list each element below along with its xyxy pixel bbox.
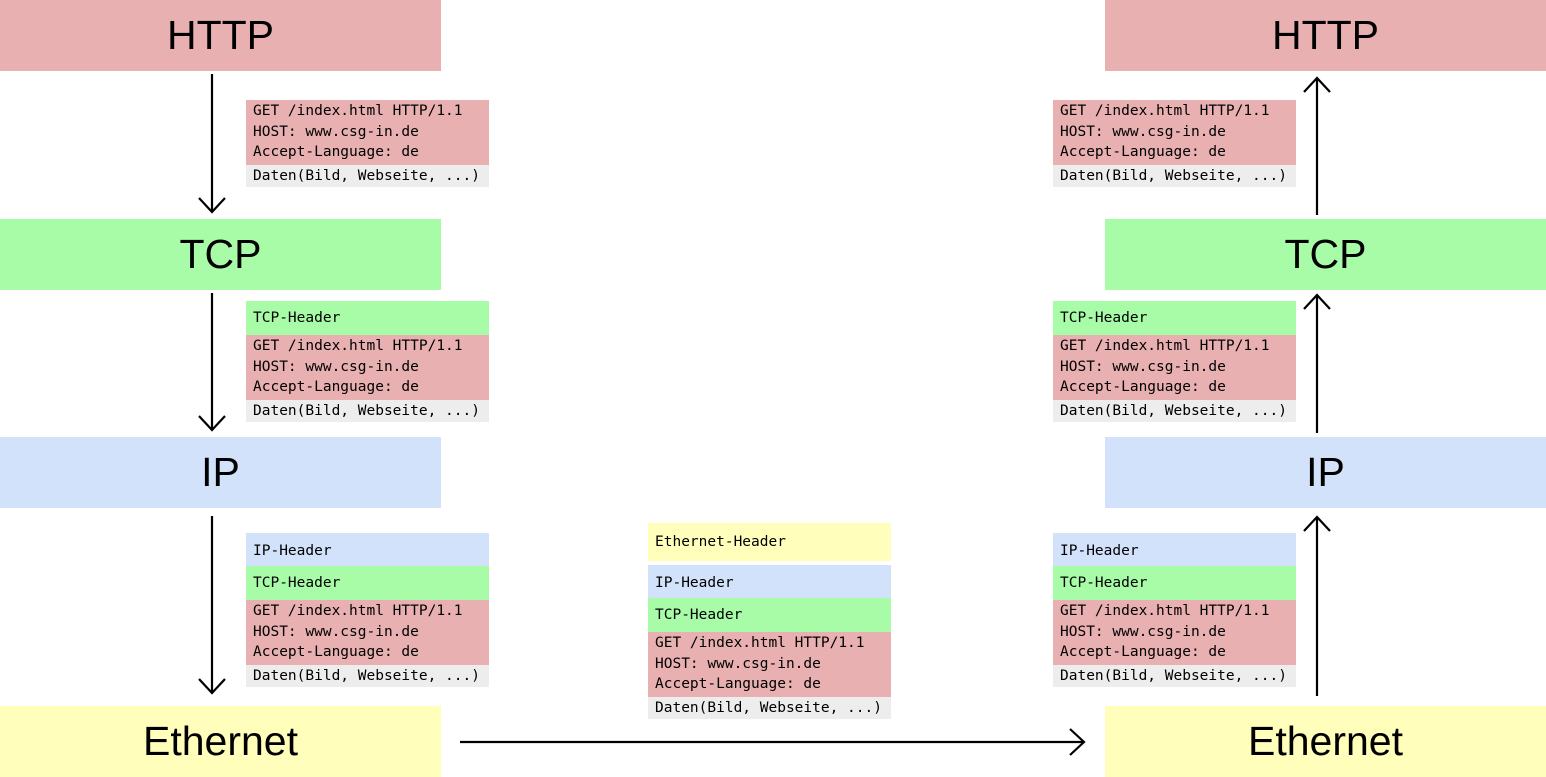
arrow-ethernet-to-ip-right bbox=[1303, 515, 1331, 696]
layer-ethernet-right: Ethernet bbox=[1105, 706, 1546, 777]
http-line: Accept-Language: de bbox=[253, 644, 419, 660]
ip-header-block: IP-Header bbox=[1053, 533, 1296, 566]
http-header-block: GET /index.html HTTP/1.1 HOST: www.csg-i… bbox=[1053, 600, 1296, 665]
tcp-header-block: TCP-Header bbox=[1053, 301, 1296, 335]
tcp-header-block: TCP-Header bbox=[246, 301, 489, 335]
http-line: Accept-Language: de bbox=[655, 676, 821, 692]
arrow-ip-to-tcp-right bbox=[1303, 293, 1331, 433]
http-line: GET /index.html HTTP/1.1 bbox=[1060, 338, 1270, 354]
arrow-http-to-tcp-left bbox=[198, 74, 226, 214]
tcp-header-block: TCP-Header bbox=[648, 598, 891, 632]
arrow-tcp-to-http-right bbox=[1303, 76, 1331, 215]
http-line: GET /index.html HTTP/1.1 bbox=[1060, 103, 1270, 119]
layer-ethernet-left: Ethernet bbox=[0, 706, 441, 777]
layer-http-left: HTTP bbox=[0, 0, 441, 71]
ip-header-block: IP-Header bbox=[246, 533, 489, 566]
data-block: Daten(Bild, Webseite, ...) bbox=[648, 696, 891, 719]
data-block: Daten(Bild, Webseite, ...) bbox=[1053, 164, 1296, 187]
http-header-block: GET /index.html HTTP/1.1 HOST: www.csg-i… bbox=[648, 632, 891, 697]
http-line: Accept-Language: de bbox=[253, 144, 419, 160]
http-line: GET /index.html HTTP/1.1 bbox=[253, 103, 463, 119]
layer-label: TCP bbox=[1284, 231, 1367, 277]
http-header-block: GET /index.html HTTP/1.1 HOST: www.csg-i… bbox=[1053, 335, 1296, 400]
http-line: Accept-Language: de bbox=[1060, 144, 1226, 160]
http-header-block: GET /index.html HTTP/1.1 HOST: www.csg-i… bbox=[1053, 100, 1296, 165]
packet-tcp-left: TCP-Header GET /index.html HTTP/1.1 HOST… bbox=[246, 301, 489, 422]
packet-tcp-right: TCP-Header GET /index.html HTTP/1.1 HOST… bbox=[1053, 301, 1296, 422]
layer-label: Ethernet bbox=[1248, 718, 1403, 764]
layer-tcp-left: TCP bbox=[0, 219, 441, 290]
http-header-block: GET /index.html HTTP/1.1 HOST: www.csg-i… bbox=[246, 600, 489, 665]
http-header-block: GET /index.html HTTP/1.1 HOST: www.csg-i… bbox=[246, 335, 489, 400]
layer-label: IP bbox=[201, 449, 240, 495]
packet-http-left: GET /index.html HTTP/1.1 HOST: www.csg-i… bbox=[246, 100, 489, 187]
data-block: Daten(Bild, Webseite, ...) bbox=[246, 164, 489, 187]
http-line: HOST: www.csg-in.de bbox=[253, 623, 419, 640]
tcp-header-block: TCP-Header bbox=[1053, 566, 1296, 600]
http-line: GET /index.html HTTP/1.1 bbox=[253, 603, 463, 619]
layer-label: HTTP bbox=[1271, 12, 1380, 58]
http-line: HOST: www.csg-in.de bbox=[253, 123, 419, 140]
packet-http-right: GET /index.html HTTP/1.1 HOST: www.csg-i… bbox=[1053, 100, 1296, 187]
layer-ip-right: IP bbox=[1105, 437, 1546, 508]
layer-label: HTTP bbox=[166, 12, 275, 58]
http-line: HOST: www.csg-in.de bbox=[1060, 123, 1226, 140]
ethernet-header-block: Ethernet-Header bbox=[648, 523, 891, 561]
http-line: HOST: www.csg-in.de bbox=[1060, 358, 1226, 375]
layer-http-right: HTTP bbox=[1105, 0, 1546, 71]
data-block: Daten(Bild, Webseite, ...) bbox=[1053, 664, 1296, 687]
data-block: Daten(Bild, Webseite, ...) bbox=[1053, 399, 1296, 422]
layer-tcp-right: TCP bbox=[1105, 219, 1546, 290]
packet-ethernet-middle: Ethernet-Header IP-Header TCP-Header GET… bbox=[648, 523, 891, 719]
layer-label: IP bbox=[1306, 449, 1345, 495]
http-line: Accept-Language: de bbox=[1060, 644, 1226, 660]
http-line: Accept-Language: de bbox=[253, 379, 419, 395]
ip-header-block: IP-Header bbox=[648, 565, 891, 598]
http-line: GET /index.html HTTP/1.1 bbox=[1060, 603, 1270, 619]
http-line: GET /index.html HTTP/1.1 bbox=[253, 338, 463, 354]
http-line: HOST: www.csg-in.de bbox=[1060, 623, 1226, 640]
packet-ip-left: IP-Header TCP-Header GET /index.html HTT… bbox=[246, 533, 489, 687]
tcp-header-block: TCP-Header bbox=[246, 566, 489, 600]
http-header-block: GET /index.html HTTP/1.1 HOST: www.csg-i… bbox=[246, 100, 489, 165]
http-line: Accept-Language: de bbox=[1060, 379, 1226, 395]
arrow-ethernet-to-ethernet bbox=[460, 728, 1086, 756]
layer-ip-left: IP bbox=[0, 437, 441, 508]
data-block: Daten(Bild, Webseite, ...) bbox=[246, 664, 489, 687]
http-line: HOST: www.csg-in.de bbox=[655, 655, 821, 672]
packet-ip-right: IP-Header TCP-Header GET /index.html HTT… bbox=[1053, 533, 1296, 687]
arrow-tcp-to-ip-left bbox=[198, 293, 226, 432]
arrow-ip-to-ethernet-left bbox=[198, 516, 226, 695]
layer-label: Ethernet bbox=[143, 718, 298, 764]
http-line: GET /index.html HTTP/1.1 bbox=[655, 635, 865, 651]
http-line: HOST: www.csg-in.de bbox=[253, 358, 419, 375]
layer-label: TCP bbox=[179, 231, 262, 277]
data-block: Daten(Bild, Webseite, ...) bbox=[246, 399, 489, 422]
